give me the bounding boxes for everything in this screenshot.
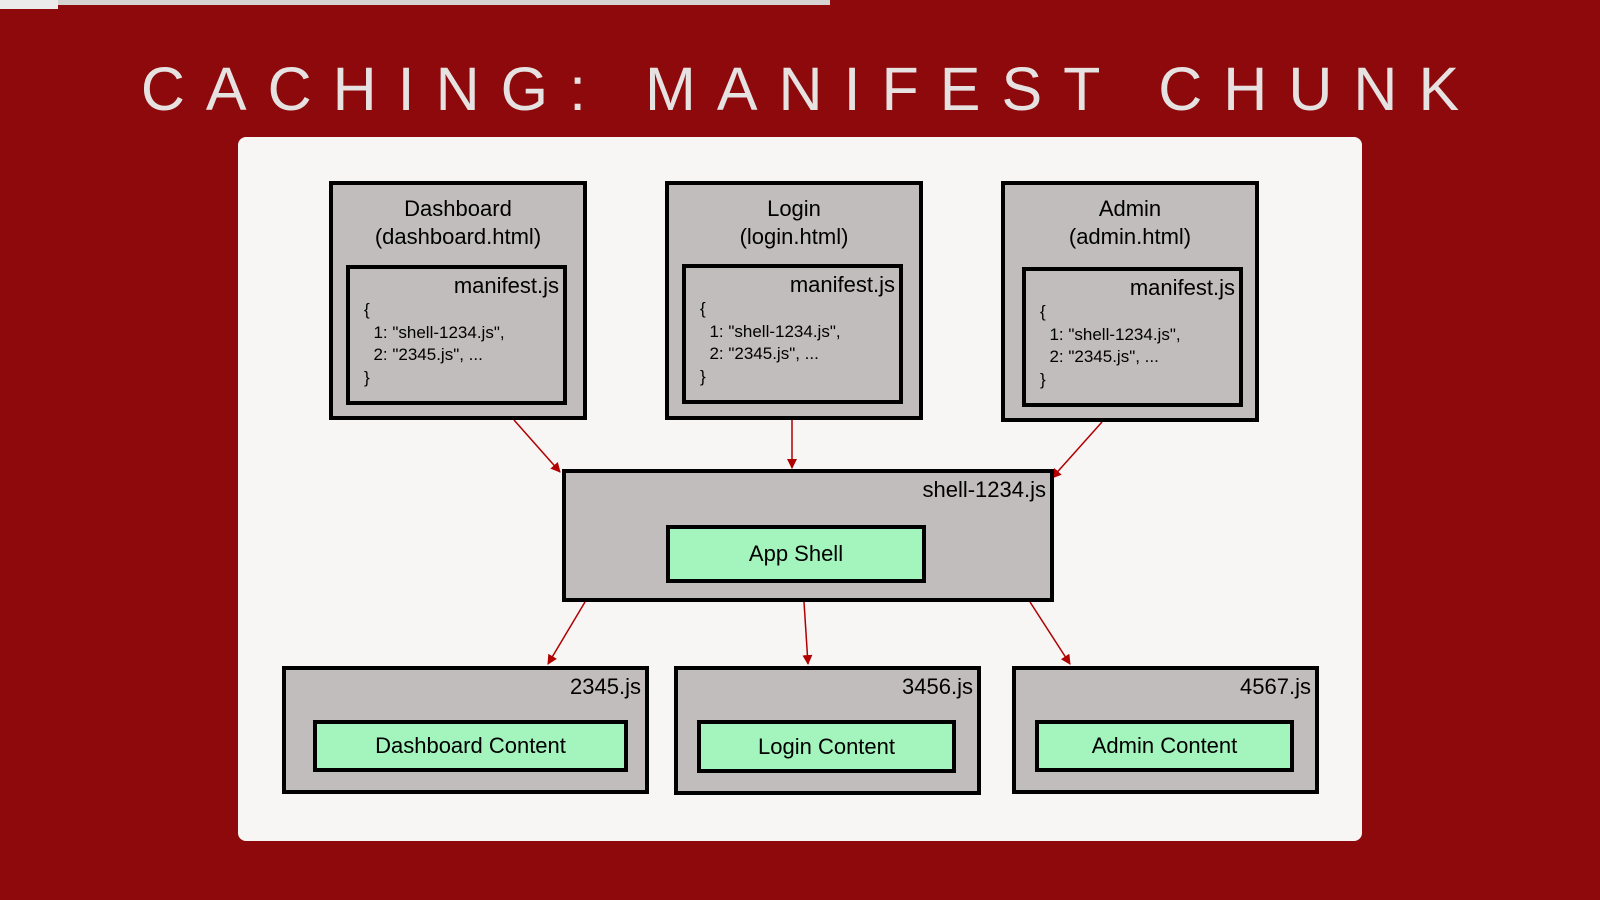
page-box-admin: Admin (admin.html) manifest.js { 1: "she… bbox=[1001, 181, 1259, 422]
page-name: Login bbox=[767, 196, 821, 221]
arrow-shell-to-2345 bbox=[547, 601, 586, 665]
app-shell-content: App Shell bbox=[666, 525, 926, 583]
page-file: (admin.html) bbox=[1068, 224, 1192, 249]
slide-progress-track bbox=[0, 0, 830, 5]
manifest-label: manifest.js bbox=[789, 272, 895, 297]
login-content: Login Content bbox=[697, 720, 956, 773]
dashboard-content: Dashboard Content bbox=[313, 720, 628, 772]
page-box-login: Login (login.html) manifest.js { 1: "she… bbox=[665, 181, 923, 420]
chunk-file: 4567.js bbox=[1240, 674, 1311, 699]
manifest-label: manifest.js bbox=[453, 273, 559, 298]
manifest-box: manifest.js { 1: "shell-1234.js", 2: "23… bbox=[682, 264, 903, 404]
shell-chunk-box: shell-1234.js App Shell bbox=[562, 469, 1054, 602]
page-name: Admin bbox=[1098, 196, 1162, 221]
manifest-code: { 1: "shell-1234.js", 2: "2345.js", ...} bbox=[700, 299, 841, 386]
page-box-dashboard: Dashboard (dashboard.html) manifest.js {… bbox=[329, 181, 587, 420]
chunk-box-2345: 2345.js Dashboard Content bbox=[282, 666, 649, 794]
admin-content: Admin Content bbox=[1035, 720, 1294, 772]
arrow-shell-to-3456 bbox=[802, 601, 813, 665]
manifest-label: manifest.js bbox=[1129, 275, 1235, 300]
arrow-admin-to-shell bbox=[1051, 421, 1103, 479]
arrow-shell-to-4567 bbox=[1029, 601, 1071, 665]
manifest-box: manifest.js { 1: "shell-1234.js", 2: "23… bbox=[1022, 267, 1243, 407]
page-name: Dashboard bbox=[404, 196, 512, 221]
arrow-dashboard-to-shell bbox=[513, 419, 561, 473]
slide-progress-fill bbox=[0, 0, 58, 9]
manifest-code: { 1: "shell-1234.js", 2: "2345.js", ...} bbox=[1040, 302, 1181, 389]
manifest-box: manifest.js { 1: "shell-1234.js", 2: "23… bbox=[346, 265, 567, 405]
page-file: (login.html) bbox=[739, 224, 849, 249]
page-file: (dashboard.html) bbox=[374, 224, 542, 249]
chunk-file: 3456.js bbox=[902, 674, 973, 699]
slide-title: CACHING: MANIFEST CHUNK bbox=[140, 55, 1481, 123]
chunk-box-3456: 3456.js Login Content bbox=[674, 666, 981, 795]
manifest-code: { 1: "shell-1234.js", 2: "2345.js", ...} bbox=[364, 300, 505, 387]
chunk-file: 2345.js bbox=[570, 674, 641, 699]
chunk-box-4567: 4567.js Admin Content bbox=[1012, 666, 1319, 794]
shell-chunk-file: shell-1234.js bbox=[922, 477, 1046, 502]
